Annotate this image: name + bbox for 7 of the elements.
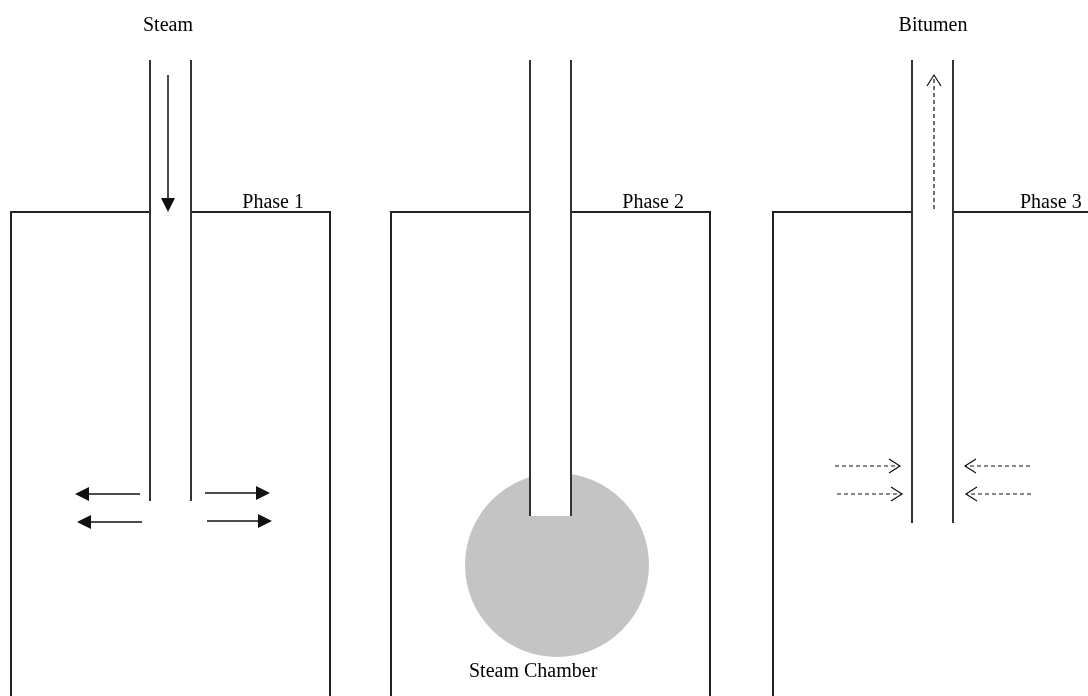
phase-label: Phase 2 bbox=[622, 190, 684, 213]
chamber-label: Steam Chamber bbox=[469, 659, 598, 681]
flow-label: Steam bbox=[143, 12, 193, 36]
phase-label: Phase 1 bbox=[242, 190, 304, 213]
flow-label: Bitumen bbox=[898, 12, 968, 36]
well-pipe bbox=[529, 60, 572, 516]
phase-label: Phase 3 bbox=[1020, 190, 1082, 213]
